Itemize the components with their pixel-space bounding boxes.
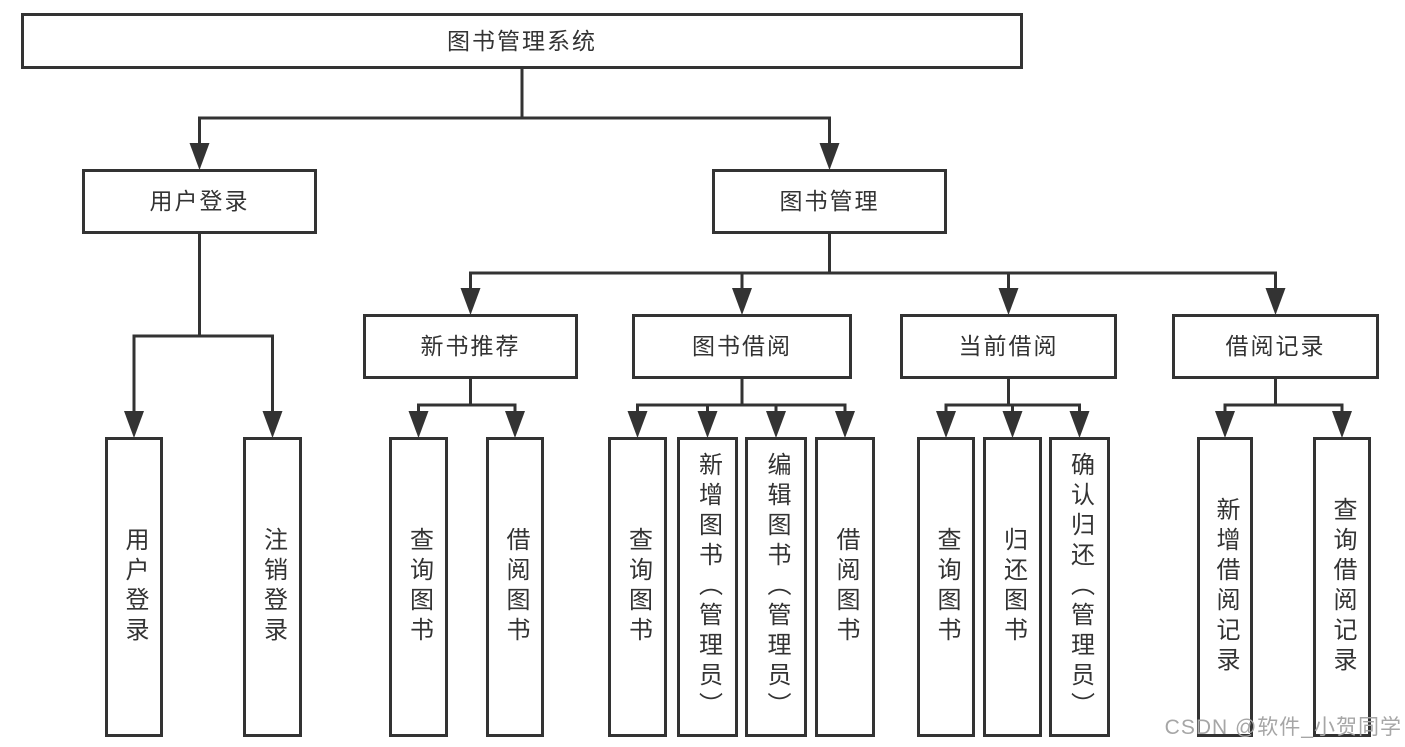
watermark: CSDN @软件_小贺同学	[1164, 716, 1402, 739]
node-root: 图书管理系统	[21, 13, 1023, 69]
arrowhead-down-icon	[1215, 411, 1235, 438]
node-br-add: 新增借阅记录	[1197, 437, 1253, 737]
arrowhead-down-icon	[1332, 411, 1352, 438]
arrowhead-down-icon	[998, 288, 1019, 315]
node-current-borrow: 当前借阅	[900, 314, 1117, 379]
arrowhead-down-icon	[697, 411, 718, 438]
node-new-book-rec: 新书推荐	[363, 314, 578, 379]
arrowhead-down-icon	[766, 411, 786, 438]
arrowhead-down-icon	[262, 411, 283, 438]
arrowhead-down-icon	[124, 411, 144, 438]
arrowhead-down-icon	[835, 411, 855, 438]
arrowhead-down-icon	[627, 411, 648, 438]
arrowhead-down-icon	[408, 411, 429, 438]
node-borrow-records: 借阅记录	[1172, 314, 1379, 379]
arrowhead-down-icon	[936, 411, 956, 438]
node-logout: 注销登录	[243, 437, 302, 737]
node-br-query: 查询借阅记录	[1313, 437, 1371, 737]
node-cb-query: 查询图书	[917, 437, 975, 737]
arrowhead-down-icon	[189, 143, 210, 170]
arrowhead-down-icon	[460, 288, 481, 315]
node-book-borrow: 图书借阅	[632, 314, 852, 379]
arrowhead-down-icon	[1002, 411, 1023, 438]
node-nbr-query: 查询图书	[389, 437, 448, 737]
arrowhead-down-icon	[1265, 288, 1286, 315]
arrowhead-down-icon	[505, 411, 525, 438]
arrowhead-down-icon	[1069, 411, 1090, 438]
node-bb-add: 新增图书（管理员）	[677, 437, 738, 737]
node-cb-return: 归还图书	[983, 437, 1042, 737]
node-bb-edit: 编辑图书（管理员）	[745, 437, 807, 737]
node-nbr-borrow: 借阅图书	[486, 437, 544, 737]
arrowhead-down-icon	[732, 288, 752, 315]
node-bb-borrow: 借阅图书	[815, 437, 875, 737]
node-book-mgmt: 图书管理	[712, 169, 947, 234]
arrowhead-down-icon	[819, 143, 840, 170]
node-user-login: 用户登录	[82, 169, 317, 234]
node-bb-query: 查询图书	[608, 437, 667, 737]
node-user-login-v: 用户登录	[105, 437, 163, 737]
node-cb-confirm: 确认归还（管理员）	[1049, 437, 1110, 737]
